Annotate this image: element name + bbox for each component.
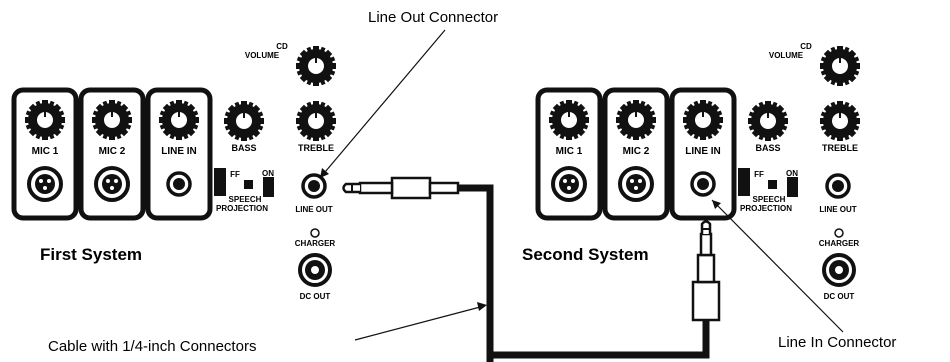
- mic2-knob-icon[interactable]: [91, 99, 133, 141]
- bass-label: BASS: [231, 143, 256, 153]
- cd-volume-label-line2: VOLUME: [769, 51, 804, 60]
- speech-label-line2: PROJECTION: [740, 204, 792, 213]
- mic1-label: MIC 1: [32, 146, 59, 157]
- switch-off-label: FF: [230, 170, 240, 179]
- charger-label: CHARGER: [295, 239, 336, 248]
- first-system-name: First System: [40, 245, 142, 264]
- treble-knob-icon[interactable]: [295, 100, 337, 142]
- mic1-knob-icon[interactable]: [24, 99, 66, 141]
- line-in-label: LINE IN: [685, 146, 721, 157]
- mic1-knob-icon[interactable]: [548, 99, 590, 141]
- line-in-jack-icon[interactable]: [690, 171, 716, 197]
- mic2-label: MIC 2: [623, 146, 650, 157]
- mic1-label: MIC 1: [556, 146, 583, 157]
- charger-led-icon: [834, 228, 844, 238]
- second-system-name: Second System: [522, 245, 649, 264]
- dc-out-label: DC OUT: [300, 292, 331, 301]
- mic2-xlr-jack-icon[interactable]: [94, 166, 130, 202]
- cd-volume-label-line1: CD: [276, 42, 288, 51]
- line-out-label: LINE OUT: [819, 205, 856, 214]
- line-in-knob-icon[interactable]: [158, 99, 200, 141]
- dc-out-jack-icon[interactable]: [822, 253, 856, 287]
- cd-volume-label-line1: CD: [800, 42, 812, 51]
- speech-label-line2: PROJECTION: [216, 204, 268, 213]
- charger-label: CHARGER: [819, 239, 860, 248]
- mic1-module: MIC 1: [535, 87, 603, 221]
- cd-volume-knob-icon[interactable]: [295, 45, 337, 87]
- line-in-module: LINE IN: [145, 87, 213, 221]
- cd-volume-knob-icon[interactable]: [819, 45, 861, 87]
- speech-projection-switch[interactable]: FF ON SPEECH PROJECTION: [214, 168, 274, 213]
- line-in-jack-icon[interactable]: [166, 171, 192, 197]
- mic2-module: MIC 2: [78, 87, 146, 221]
- cable-callout: Cable with 1/4-inch Connectors: [48, 302, 487, 355]
- treble-knob-icon[interactable]: [819, 100, 861, 142]
- line-out-jack-icon[interactable]: [301, 173, 327, 199]
- charger-led-icon: [310, 228, 320, 238]
- audio-cable: [342, 176, 721, 362]
- mic1-xlr-jack-icon[interactable]: [551, 166, 587, 202]
- line-in-knob-icon[interactable]: [682, 99, 724, 141]
- mic1-module: MIC 1: [11, 87, 79, 221]
- cable-label: Cable with 1/4-inch Connectors: [48, 338, 256, 355]
- switch-on-label: ON: [786, 169, 798, 178]
- cd-volume-label-line2: VOLUME: [245, 51, 280, 60]
- first-system-panel: MIC 1 MIC 2 LINE IN CD VOLUME BASS TREBL…: [11, 42, 337, 301]
- line-in-callout: Line In Connector: [711, 199, 896, 351]
- bass-label: BASS: [755, 143, 780, 153]
- line-in-label: LINE IN: [161, 146, 197, 157]
- bass-knob-icon[interactable]: [223, 100, 265, 142]
- line-out-connector-label: Line Out Connector: [368, 9, 498, 26]
- dc-out-label: DC OUT: [824, 292, 855, 301]
- switch-off-label: FF: [754, 170, 764, 179]
- line-in-module: LINE IN: [669, 87, 737, 221]
- mic2-knob-icon[interactable]: [615, 99, 657, 141]
- line-out-callout: Line Out Connector: [319, 9, 498, 179]
- mic2-module: MIC 2: [602, 87, 670, 221]
- dc-out-jack-icon[interactable]: [298, 253, 332, 287]
- line-in-connector-label: Line In Connector: [778, 334, 896, 351]
- treble-label: TREBLE: [298, 143, 334, 153]
- line-in-plug-icon: [691, 220, 721, 322]
- speech-projection-switch[interactable]: FF ON SPEECH PROJECTION: [738, 168, 798, 213]
- bass-knob-icon[interactable]: [747, 100, 789, 142]
- line-out-jack-icon[interactable]: [825, 173, 851, 199]
- mic2-label: MIC 2: [99, 146, 126, 157]
- line-out-plug-icon: [342, 176, 460, 200]
- speech-label-line1: SPEECH: [229, 195, 262, 204]
- mic1-xlr-jack-icon[interactable]: [27, 166, 63, 202]
- mic2-xlr-jack-icon[interactable]: [618, 166, 654, 202]
- speech-label-line1: SPEECH: [753, 195, 786, 204]
- second-system-panel: MIC 1 MIC 2 LINE IN CD VOLUME BASS TREBL…: [522, 42, 861, 301]
- switch-on-label: ON: [262, 169, 274, 178]
- line-out-label: LINE OUT: [295, 205, 332, 214]
- treble-label: TREBLE: [822, 143, 858, 153]
